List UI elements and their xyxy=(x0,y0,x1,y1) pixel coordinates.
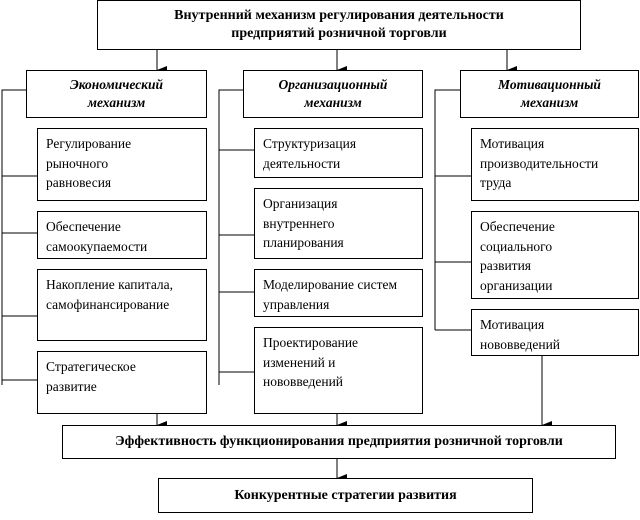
economic-item: Обеспечение самоокупаемости xyxy=(37,211,207,259)
organizational-item: Моделирование систем управления xyxy=(254,269,423,317)
motivational-item: Обеспечение социального развития организ… xyxy=(471,211,639,299)
bracket-line xyxy=(434,89,460,330)
motivational-mechanism-box: Мотивационный механизм xyxy=(460,70,639,118)
result-box: Конкурентные стратегии развития xyxy=(158,478,533,513)
economic-mechanism-box: Экономический механизм xyxy=(26,70,207,118)
motivational-item: Мотивация производительности труда xyxy=(471,128,639,201)
bracket-line xyxy=(218,89,243,385)
bracket-line xyxy=(1,89,26,385)
title-box: Внутренний механизм регулирования деятел… xyxy=(97,0,581,50)
organizational-item: Организация внутреннего планирования xyxy=(254,188,423,259)
economic-item: Стратегическое развитие xyxy=(37,351,207,414)
motivational-item: Мотивация нововведений xyxy=(471,309,639,356)
organizational-item: Проектирование изменений и нововведений xyxy=(254,327,423,414)
economic-item: Регулирование рыночного равновесия xyxy=(37,128,207,201)
efficiency-box: Эффективность функционирования предприят… xyxy=(62,425,616,459)
economic-item: Накопление капитала, самофинансирование xyxy=(37,269,207,341)
organizational-item: Структуризация деятельности xyxy=(254,128,423,178)
organizational-mechanism-box: Организационный механизм xyxy=(243,70,423,118)
